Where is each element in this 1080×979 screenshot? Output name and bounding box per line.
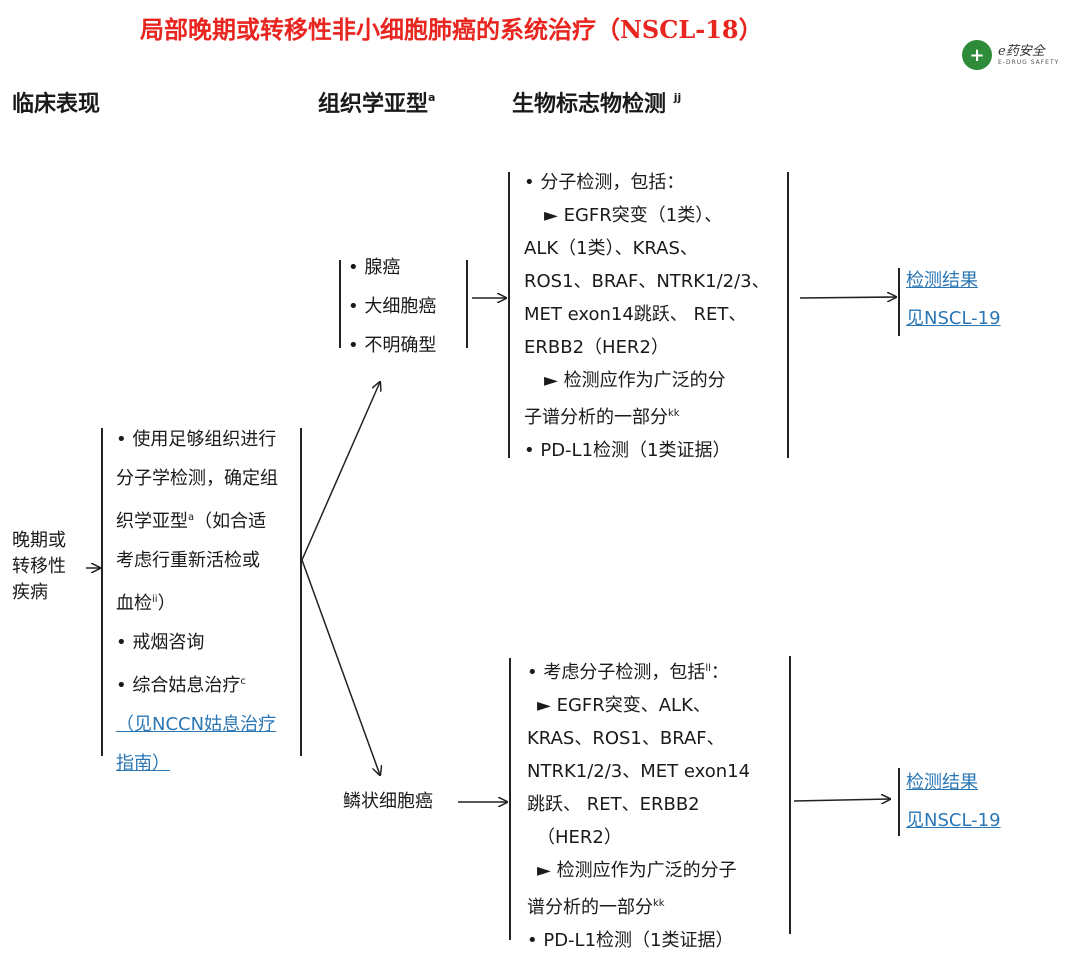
testing-line: 谱分析的一部分kk — [527, 897, 665, 918]
header-clinical: 临床表现 — [12, 92, 101, 117]
workup-bracket-left — [101, 428, 103, 756]
testing-line: MET exon14跳跃、 RET、 — [524, 304, 747, 325]
page-title: 局部晚期或转移性非小细胞肺癌的系统治疗（NSCL-18） — [140, 15, 763, 44]
testing-line: • 分子检测，包括： — [524, 172, 685, 193]
workup-line: 血检ii） — [116, 593, 176, 614]
workup-box: • 使用足够组织进行 分子学检测，确定组 织学亚型a（如合适 考虑行重新活检或 … — [116, 420, 278, 783]
arrow-testing-top-to-results — [799, 297, 896, 298]
nonsquamous-bracket-right — [466, 260, 468, 348]
logo-text: e药安全 — [998, 43, 1045, 59]
arrow-workup-to-squamous — [301, 559, 380, 775]
presentation-line: 转移性 — [12, 556, 66, 577]
workup-line: • 使用足够组织进行 — [116, 429, 277, 450]
results-bottom-bracket — [898, 768, 900, 836]
histology-item-large-cell: • 大细胞癌 — [348, 296, 437, 317]
testing-line: 跳跃、 RET、ERBB2 — [527, 794, 700, 815]
results-bottom: 检测结果 见NSCL-19 — [906, 764, 1001, 840]
header-histology: 组织学亚型a — [318, 91, 436, 117]
histology-item-nos: • 不明确型 — [348, 335, 437, 356]
nonsquamous-list: • 腺癌 • 大细胞癌 • 不明确型 — [348, 248, 436, 365]
arrow-workup-to-nonsquamous — [301, 382, 380, 561]
nscl19-link[interactable]: 见NSCL-19 — [906, 810, 1001, 831]
testing-top-box: • 分子检测，包括： ► EGFR突变（1类）、 ALK（1类）、KRAS、 R… — [524, 166, 770, 467]
presentation-line: 晚期或 — [12, 530, 66, 551]
logo-subtext: E-DRUG SAFETY — [998, 58, 1060, 66]
testing-line: ► 检测应作为广泛的分 — [544, 370, 726, 391]
logo: + e药安全 E-DRUG SAFETY — [962, 38, 1072, 72]
testing-bottom-bracket-right — [789, 656, 791, 934]
testing-line: ROS1、BRAF、NTRK1/2/3、 — [524, 271, 770, 292]
workup-bracket-right — [300, 428, 302, 756]
testing-line: ► EGFR突变（1类）、 — [544, 205, 723, 226]
histology-item-squamous: 鳞状细胞癌 — [343, 791, 433, 812]
testing-line: ► EGFR突变、ALK、 — [537, 695, 711, 716]
results-top-bracket — [898, 268, 900, 336]
testing-line: 子谱分析的一部分kk — [524, 407, 680, 428]
testing-top-bracket-right — [787, 172, 789, 458]
nccn-palliative-link-cont[interactable]: 指南） — [116, 753, 170, 774]
testing-top-bracket-left — [508, 172, 510, 458]
header-biomarker: 生物标志物检测 jj — [512, 91, 682, 117]
testing-line: • PD-L1检测（1类证据） — [524, 440, 731, 461]
results-top: 检测结果 见NSCL-19 — [906, 262, 1001, 338]
testing-bottom-box: • 考虑分子检测，包括ll： ► EGFR突变、ALK、 KRAS、ROS1、B… — [527, 652, 750, 957]
testing-line: （HER2） — [537, 827, 622, 848]
nccn-palliative-link[interactable]: （见NCCN姑息治疗 — [116, 714, 277, 735]
testing-line: NTRK1/2/3、MET exon14 — [527, 761, 751, 782]
nscl19-link[interactable]: 见NSCL-19 — [906, 308, 1001, 329]
presentation-line: 疾病 — [12, 582, 48, 603]
logo-icon: + — [962, 40, 992, 70]
results-link[interactable]: 检测结果 — [906, 270, 978, 291]
workup-line: • 综合姑息治疗c — [116, 675, 246, 696]
testing-line: ► 检测应作为广泛的分子 — [537, 860, 737, 881]
testing-line: • PD-L1检测（1类证据） — [527, 930, 734, 951]
clinical-presentation: 晚期或 转移性 疾病 — [12, 528, 66, 606]
testing-line: KRAS、ROS1、BRAF、 — [527, 728, 725, 749]
workup-line: 织学亚型a（如合适 — [116, 511, 267, 532]
arrow-testing-bottom-to-results — [793, 799, 890, 801]
testing-line: • 考虑分子检测，包括ll： — [527, 662, 729, 683]
results-link[interactable]: 检测结果 — [906, 772, 978, 793]
workup-line: 分子学检测，确定组 — [116, 468, 278, 489]
testing-line: ALK（1类）、KRAS、 — [524, 238, 698, 259]
workup-line: 考虑行重新活检或 — [116, 550, 260, 571]
testing-bottom-bracket-left — [509, 658, 511, 940]
testing-line: ERBB2（HER2） — [524, 337, 669, 358]
nonsquamous-bracket-left — [339, 260, 341, 348]
histology-item-adenocarcinoma: • 腺癌 — [348, 257, 401, 278]
workup-line: • 戒烟咨询 — [116, 632, 205, 653]
